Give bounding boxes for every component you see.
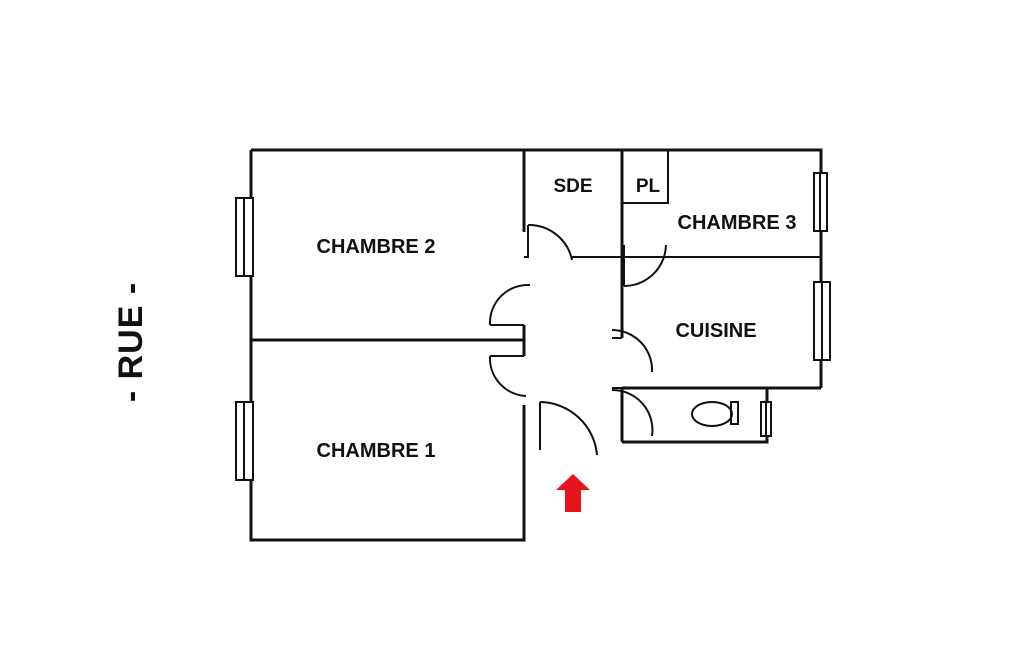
outer-walls: [249, 148, 823, 542]
room-label-chambre-1: CHAMBRE 1: [317, 440, 436, 462]
toilet-icon: [691, 401, 739, 427]
room-label-chambre-3: CHAMBRE 3: [678, 212, 797, 234]
door-swing-icon: [623, 244, 667, 287]
room-label-chambre-2: CHAMBRE 2: [317, 236, 436, 258]
room-label-sde: SDE: [553, 176, 592, 197]
street-label: - RUE -: [112, 282, 150, 402]
room-label-pl: PL: [636, 176, 661, 197]
interior-walls: [251, 150, 821, 444]
windows: [235, 172, 831, 481]
door-swing-icon: [488, 283, 531, 326]
room-label-cuisine: CUISINE: [675, 320, 756, 342]
door-swing-icon: [611, 328, 654, 373]
door-swing-icon: [488, 355, 527, 397]
entrance-arrow-icon: [556, 474, 590, 512]
door-swing-icon: [539, 401, 598, 456]
door-swing-icon: [611, 387, 654, 437]
doors: [488, 223, 667, 456]
door-swing-icon: [527, 223, 573, 261]
